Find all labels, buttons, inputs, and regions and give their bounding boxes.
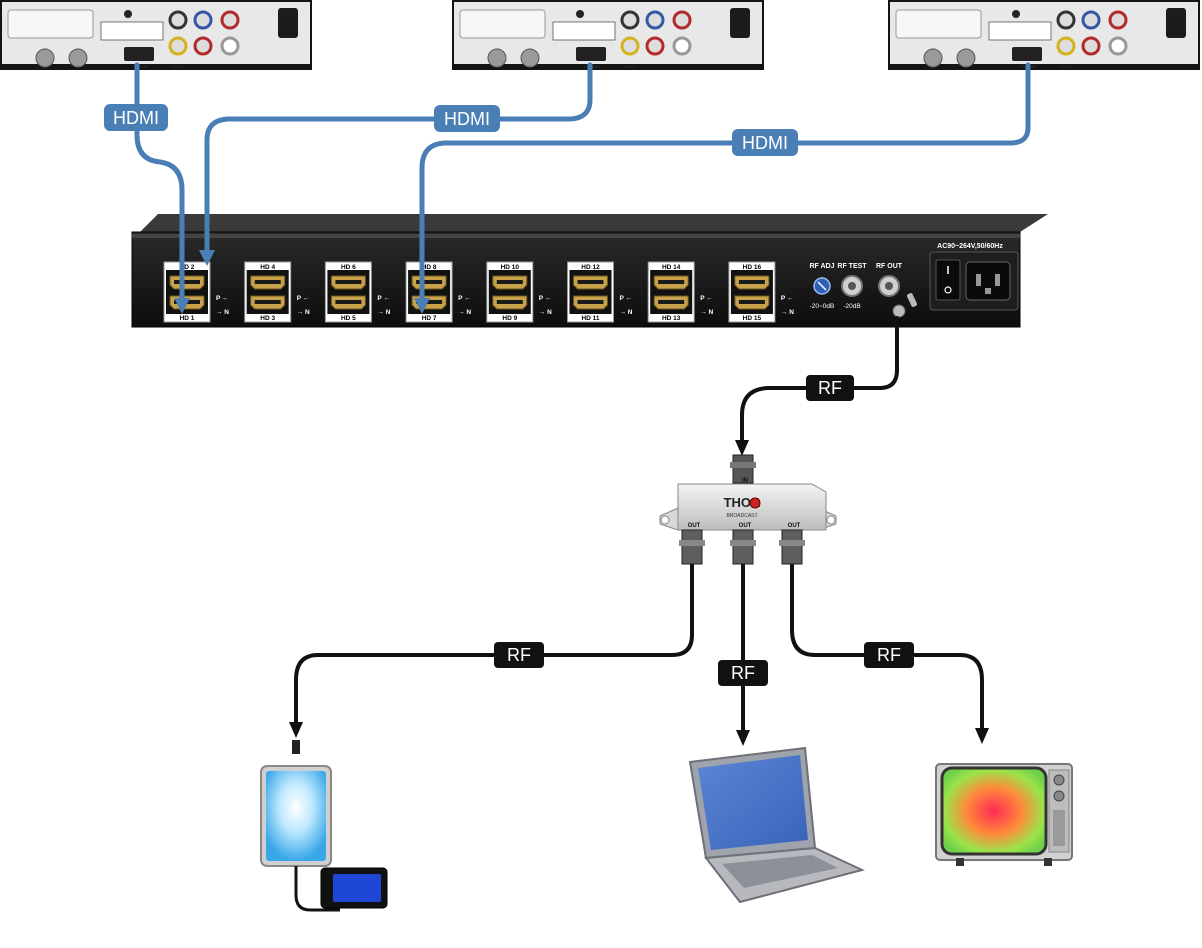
port-label-bottom: HD 15 (743, 315, 762, 322)
hdmi-port-group-7: HD 14 HD 13 P ← → N (647, 261, 714, 323)
hdmi-input-ports: HD 2 HD 1 P ← → N HD 4 HD 3 P ← → N HD 6 HD 5 P ← →… (163, 261, 794, 323)
rf-label-2-text: RF (507, 645, 531, 665)
rf-adj-label: RF ADJ (809, 263, 834, 270)
port-label-bottom: HD 5 (341, 315, 356, 322)
port-label-top: HD 16 (743, 264, 762, 271)
rf-splitter: IN THOR BROADCAST OUT OUT OUT (659, 454, 837, 565)
port-label-top: HD 4 (260, 264, 275, 271)
polarity-p-label: P ← (539, 295, 552, 302)
port-label-bottom: HD 11 (581, 315, 599, 322)
rf-label-4-text: RF (877, 645, 901, 665)
receiver-3-video-label: VIDEO (1060, 64, 1072, 69)
polarity-p-label: P ← (216, 295, 229, 302)
hdmi-port-group-5: HD 10 HD 9 P ← → N (486, 261, 552, 323)
receiver-2-video-label: VIDEO (624, 64, 636, 69)
polarity-n-label: → N (458, 309, 471, 316)
hdmi-cables (134, 62, 1031, 305)
hdmi-label-1: HDMI (104, 104, 168, 131)
polarity-n-label: → N (216, 309, 229, 316)
port-label-bottom: HD 13 (662, 315, 681, 322)
hdmi-port-group-6: HD 12 HD 11 P ← → N (567, 261, 633, 323)
polarity-p-label: P ← (297, 295, 310, 302)
port-label-top: HD 6 (341, 264, 356, 271)
hdmi-label-1-text: HDMI (113, 108, 159, 128)
polarity-n-label: → N (297, 309, 310, 316)
tv-knob-icon (1053, 774, 1065, 786)
port-label-top: HD 10 (501, 264, 520, 271)
hdmi-modulator: HD 2 HD 1 P ← → N HD 4 HD 3 P ← → N HD 6 HD 5 P ← →… (131, 214, 1048, 328)
power-inlet (965, 261, 1011, 301)
rf-test-label: RF TEST (837, 263, 867, 270)
port-label-bottom: HD 9 (502, 315, 517, 322)
polarity-p-label: P ← (700, 295, 713, 302)
hdmi-port-group-8: HD 16 HD 15 P ← → N (728, 261, 794, 323)
rf-test-level: -20dB (843, 303, 860, 310)
receiver-3: HD HDMI VIDEO (888, 0, 1200, 70)
hdmi-label-2: HDMI (434, 105, 500, 132)
port-label-top: HD 12 (581, 264, 600, 271)
hdmi-arrowheads (174, 250, 430, 314)
rf-arrowheads (289, 440, 989, 746)
rf-label-1-text: RF (818, 378, 842, 398)
port-label-top: HD 8 (422, 264, 437, 271)
port-label-bottom: HD 7 (422, 315, 437, 322)
rf-label-1: RF (806, 375, 854, 401)
polarity-n-label: → N (781, 309, 794, 316)
receiver-1-video-label: VIDEO (172, 64, 184, 69)
splitter-in-label: IN (742, 478, 748, 484)
receiver-1-hdmi-label: HD HDMI (131, 64, 148, 69)
port-label-top: HD 2 (180, 264, 195, 271)
tablet-device (260, 740, 388, 912)
rf-label-2: RF (494, 642, 544, 668)
polarity-n-label: → N (377, 309, 390, 316)
rf-out-label: RF OUT (876, 263, 903, 270)
rf-label-4: RF (864, 642, 914, 668)
splitter-brand-sub: BROADCAST (726, 513, 757, 519)
hdmi-port-group-2: HD 4 HD 3 P ← → N (244, 261, 310, 323)
hdmi-label-3-text: HDMI (742, 133, 788, 153)
rf-cables (294, 316, 984, 737)
tv-knob-icon-2 (1053, 790, 1065, 802)
rf-adj-range: -20~0dB (810, 303, 835, 310)
polarity-p-label: P ← (781, 295, 794, 302)
splitter-out-label-3: OUT (788, 523, 801, 529)
television-device (935, 763, 1073, 866)
hdmi-port-group-4: HD 8 HD 7 P ← → N (405, 261, 471, 323)
polarity-p-label: P ← (458, 295, 471, 302)
laptop-device (688, 746, 865, 904)
polarity-n-label: → N (700, 309, 713, 316)
port-label-bottom: HD 1 (180, 315, 195, 322)
polarity-p-label: P ← (620, 295, 633, 302)
polarity-n-label: → N (539, 309, 552, 316)
rf-label-3: RF (718, 660, 768, 686)
splitter-out-label-2: OUT (739, 523, 752, 529)
usb-tv-dongle (320, 867, 388, 909)
receiver-2: HD HDMI VIDEO (452, 0, 764, 70)
hdmi-port-group-3: HD 6 HD 5 P ← → N (324, 261, 391, 323)
hdmi-label-2-text: HDMI (444, 109, 490, 129)
rf-label-3-text: RF (731, 663, 755, 683)
polarity-p-label: P ← (377, 295, 390, 302)
power-spec-label: AC90~264V,50/60Hz (937, 243, 1003, 250)
hdmi-label-3: HDMI (732, 129, 798, 156)
port-label-bottom: HD 3 (260, 315, 275, 322)
receiver-1: HD HDMI VIDEO (0, 0, 312, 70)
ground-screw-icon (892, 304, 906, 318)
polarity-n-label: → N (620, 309, 633, 316)
splitter-out-label-1: OUT (688, 523, 701, 529)
port-label-top: HD 14 (662, 264, 681, 271)
power-switch[interactable] (935, 259, 961, 301)
